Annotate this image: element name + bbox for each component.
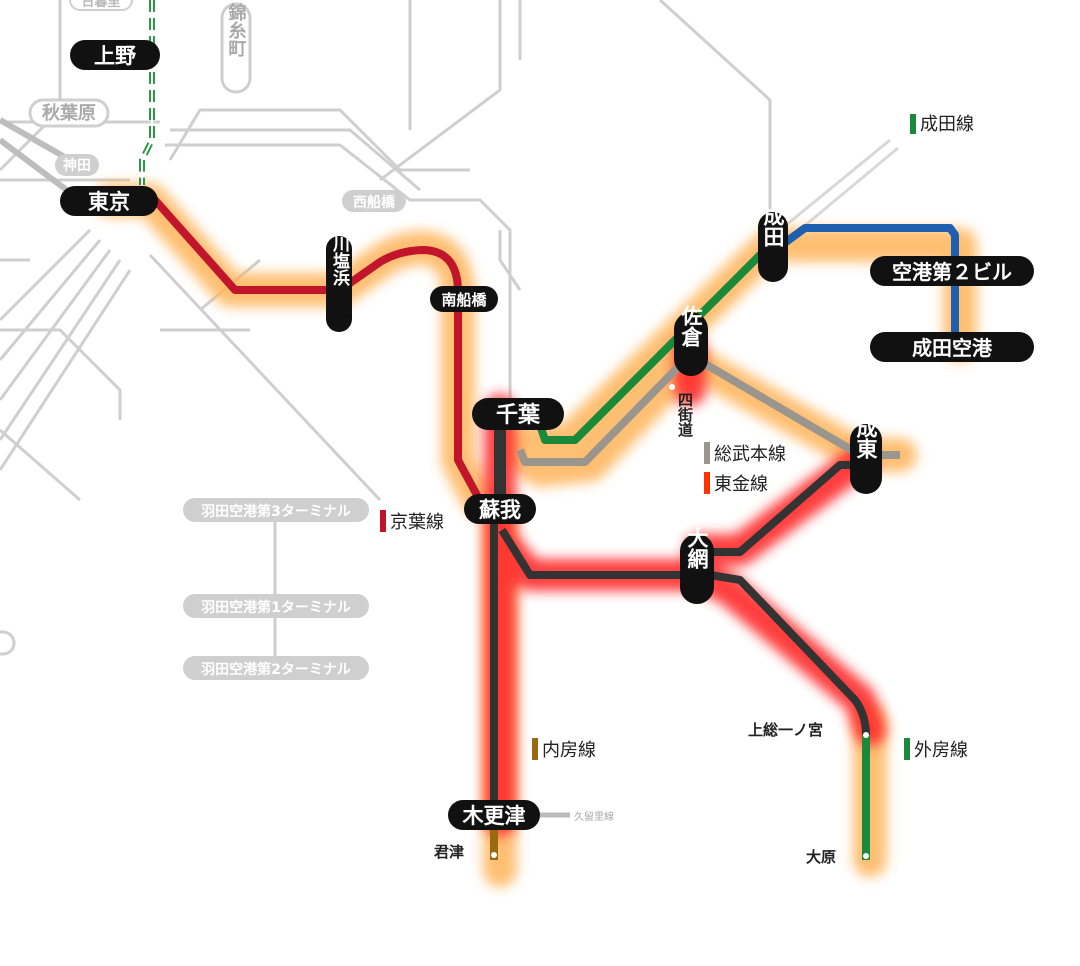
station-naruto[interactable]: 成東 xyxy=(850,416,882,494)
station-label-nishifunabashi: 西船橋 xyxy=(353,194,396,211)
station-oami[interactable]: 大網 xyxy=(680,527,714,604)
legend-narita-swatch xyxy=(910,114,916,134)
station-label-ichikawashiohama: 市川塩浜 xyxy=(329,217,351,287)
station-label-soga: 蘇我 xyxy=(478,498,521,522)
legend-togane-swatch xyxy=(704,472,710,494)
legend-sotobo: 外房線 xyxy=(904,738,968,761)
keiyo-line xyxy=(140,196,489,512)
kimitsu-dot xyxy=(491,852,497,858)
station-ichikawashiohama[interactable]: 市川塩浜 xyxy=(326,217,352,332)
station-narita-airport[interactable]: 成田空港 xyxy=(870,332,1034,362)
station-label-haneda-t1: 羽田空港第1ターミナル xyxy=(201,599,351,616)
station-label-haneda-t2: 羽田空港第2ターミナル xyxy=(201,661,351,678)
joban-line-inner xyxy=(141,0,153,185)
station-top-cut: 日暮里 xyxy=(69,0,133,11)
legend-sobu-swatch xyxy=(704,442,710,464)
legend-keiyo-label: 京葉線 xyxy=(390,512,444,533)
legend-togane: 東金線 xyxy=(704,472,768,495)
legend-narita: 成田線 xyxy=(910,114,974,135)
station-label-oami: 大網 xyxy=(685,527,709,569)
yotsukaido-dot xyxy=(669,384,675,390)
sotobo-line xyxy=(498,527,870,736)
station-label-kururi-line: 久留里線 xyxy=(574,810,614,823)
narita-express-lines xyxy=(779,138,899,240)
station-kanda[interactable]: 神田 xyxy=(55,154,99,176)
legend-togane-label: 東金線 xyxy=(714,474,768,495)
station-label-ohara[interactable]: 大原 xyxy=(806,848,836,866)
station-kisarazu[interactable]: 木更津 xyxy=(448,800,540,830)
station-minamifunabashi[interactable]: 南船橋 xyxy=(430,286,498,312)
station-label-ueno: 上野 xyxy=(94,44,136,68)
station-label-kanda: 神田 xyxy=(63,157,91,174)
legend-sotobo-label: 外房線 xyxy=(914,740,968,761)
orange-highlight xyxy=(93,183,977,887)
station-nishifunabashi[interactable]: 西船橋 xyxy=(342,190,406,212)
station-haneda-t3[interactable]: 羽田空港第3ターミナル xyxy=(183,498,369,522)
station-label-kinshicho-vertical: 錦糸町 xyxy=(226,2,247,57)
station-label-top-cut: 日暮里 xyxy=(81,0,120,10)
station-akihabara[interactable]: 秋葉原 xyxy=(28,98,110,128)
station-sakura[interactable]: 佐倉 xyxy=(674,304,708,376)
station-partial-left xyxy=(0,630,16,656)
ohara-dot xyxy=(863,853,869,859)
station-chiba[interactable]: 千葉 xyxy=(472,398,564,430)
station-label-minamifunabashi: 南船橋 xyxy=(441,291,487,309)
station-label-narita: 成田 xyxy=(761,204,785,247)
station-label-yotsukaido[interactable]: 四街道 xyxy=(676,392,694,437)
legend-narita-label: 成田線 xyxy=(920,114,974,135)
station-narita[interactable]: 成田 xyxy=(758,204,788,282)
kazusa-ichinomiya-dot xyxy=(863,732,869,738)
station-soga[interactable]: 蘇我 xyxy=(464,494,536,524)
station-airport-terminal2[interactable]: 空港第２ビル xyxy=(870,256,1034,286)
station-label-tokyo: 東京 xyxy=(88,190,130,214)
legend-sotobo-swatch xyxy=(904,738,910,760)
station-label-airport-terminal2: 空港第２ビル xyxy=(892,260,1012,284)
legend-keiyo: 京葉線 xyxy=(380,510,444,533)
station-label-akihabara: 秋葉原 xyxy=(42,102,96,124)
legend-keiyo-swatch xyxy=(380,510,386,532)
station-label-kisarazu: 木更津 xyxy=(462,804,526,828)
narita-line xyxy=(536,242,773,444)
station-ueno[interactable]: 上野 xyxy=(70,40,160,70)
legend-uchibo-swatch xyxy=(532,738,538,760)
background-lines xyxy=(0,0,772,670)
station-label-chiba: 千葉 xyxy=(496,403,541,428)
station-label-kimitsu[interactable]: 君津 xyxy=(434,843,464,861)
station-label-narita-airport: 成田空港 xyxy=(912,336,993,360)
station-label-kazusa-ichinomiya[interactable]: 上総一ノ宮 xyxy=(748,721,823,739)
legend-sobu: 総武本線 xyxy=(704,442,786,465)
station-haneda-t1[interactable]: 羽田空港第1ターミナル xyxy=(183,594,369,618)
legend-uchibo-label: 内房線 xyxy=(542,740,596,761)
station-kinshicho[interactable]: 錦糸町 xyxy=(0,0,252,94)
station-label-naruto: 成東 xyxy=(854,416,878,460)
station-tokyo[interactable]: 東京 xyxy=(60,186,158,216)
station-label-sakura: 佐倉 xyxy=(679,304,704,348)
legend-uchibo: 内房線 xyxy=(532,738,596,761)
legend-sobu-label: 総武本線 xyxy=(714,444,786,465)
station-haneda-t2[interactable]: 羽田空港第2ターミナル xyxy=(183,656,369,680)
station-label-haneda-t3: 羽田空港第3ターミナル xyxy=(201,503,351,520)
